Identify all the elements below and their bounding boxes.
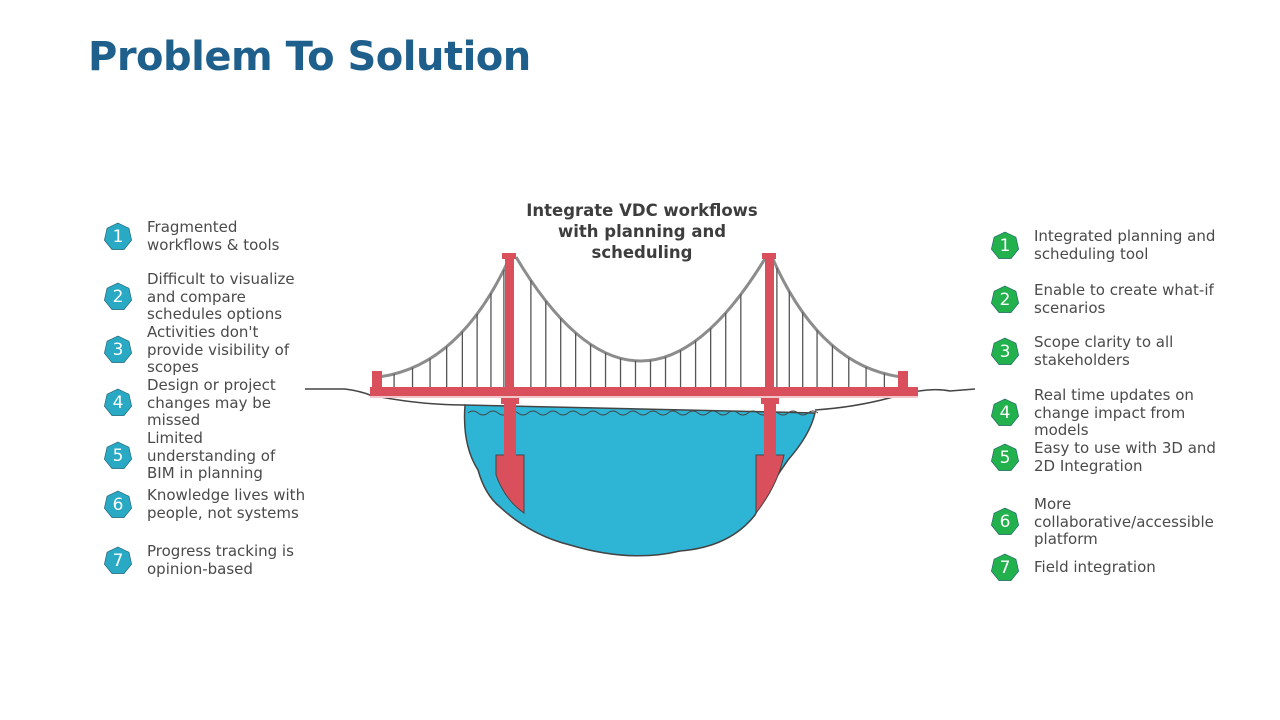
badge-number: 3	[999, 341, 1011, 362]
number-badge-icon: 5	[990, 443, 1020, 473]
suspender-cables	[393, 267, 886, 387]
water-wave	[467, 410, 819, 416]
item-text: Easy to use with 3D and 2D Integration	[1034, 439, 1216, 475]
item-text: Limited understanding of BIM in planning	[147, 429, 276, 482]
problem-item: 7 Progress tracking is opinion-based	[103, 542, 307, 578]
center-caption-line-3: scheduling	[591, 243, 693, 262]
problem-item: 6 Knowledge lives with people, not system…	[103, 486, 307, 522]
item-text: More collaborative/accessible platform	[1034, 495, 1214, 548]
bridge-illustration	[305, 253, 976, 557]
badge-number: 3	[112, 340, 124, 361]
center-caption: Integrate VDC workflows with planning an…	[522, 200, 762, 263]
solution-item: 5 Easy to use with 3D and 2D Integration	[990, 439, 1224, 475]
solution-item: 4 Real time updates on change impact from…	[990, 386, 1224, 440]
number-badge-icon: 3	[103, 335, 133, 365]
number-badge-icon: 6	[103, 490, 133, 520]
item-text: Difficult to visualize and compare sched…	[147, 270, 295, 323]
item-text: Enable to create what-if scenarios	[1034, 281, 1214, 317]
item-text: Scope clarity to all stakeholders	[1034, 333, 1174, 369]
number-badge-icon: 4	[990, 398, 1020, 428]
number-badge-icon: 7	[990, 553, 1020, 583]
item-text: Field integration	[1034, 558, 1156, 577]
badge-number: 4	[112, 393, 124, 414]
badge-number: 2	[112, 287, 124, 308]
item-text: Progress tracking is opinion-based	[147, 542, 294, 578]
problem-item: 3 Activities don't provide visibility of …	[103, 323, 307, 377]
left-abutment	[495, 454, 525, 514]
item-text: Design or project changes may be missed	[147, 376, 276, 429]
problem-item: 5 Limited understanding of BIM in plannin…	[103, 429, 307, 483]
solution-item: 1 Integrated planning and scheduling tool	[990, 227, 1224, 263]
problem-item: 2 Difficult to visualize and compare sche…	[103, 270, 307, 324]
solution-item: 3 Scope clarity to all stakeholders	[990, 333, 1224, 369]
number-badge-icon: 2	[103, 282, 133, 312]
badge-number: 1	[112, 226, 124, 247]
bridge-deck	[370, 387, 918, 396]
main-cable-left	[377, 256, 512, 379]
badge-number: 5	[999, 447, 1011, 468]
left-tower	[500, 253, 520, 462]
item-text: Knowledge lives with people, not systems	[147, 486, 306, 522]
center-caption-line-2: with planning and	[557, 222, 727, 241]
center-caption-line-1: Integrate VDC workflows	[526, 201, 758, 220]
solution-item: 2 Enable to create what-if scenarios	[990, 281, 1224, 317]
number-badge-icon: 1	[990, 231, 1020, 261]
number-badge-icon: 1	[103, 222, 133, 252]
main-cable-center	[514, 256, 768, 363]
number-badge-icon: 4	[103, 388, 133, 418]
right-end-post	[898, 371, 908, 389]
right-tower	[760, 253, 780, 462]
page-title: Problem To Solution	[88, 34, 531, 80]
number-badge-icon: 2	[990, 285, 1020, 315]
main-cable-right	[770, 256, 903, 379]
item-text: Fragmented workflows & tools	[147, 218, 280, 254]
badge-number: 4	[999, 403, 1011, 424]
badge-number: 5	[112, 446, 124, 467]
item-text: Integrated planning and scheduling tool	[1034, 227, 1216, 263]
number-badge-icon: 6	[990, 507, 1020, 537]
number-badge-icon: 5	[103, 441, 133, 471]
item-text: Activities don't provide visibility of s…	[147, 323, 290, 376]
badge-number: 6	[999, 512, 1011, 533]
badge-number: 7	[112, 550, 124, 571]
item-text: Real time updates on change impact from …	[1034, 386, 1194, 439]
number-badge-icon: 3	[990, 337, 1020, 367]
solution-item: 7 Field integration	[990, 553, 1224, 583]
badge-number: 7	[999, 558, 1011, 578]
deck-shadow	[370, 396, 918, 398]
solution-item: 6 More collaborative/accessible platform	[990, 495, 1224, 549]
water-basin	[463, 404, 816, 557]
problem-item: 1 Fragmented workflows & tools	[103, 218, 307, 254]
badge-number: 2	[999, 289, 1011, 310]
badge-number: 1	[999, 235, 1011, 256]
left-end-post	[372, 371, 382, 389]
right-abutment	[755, 454, 785, 515]
number-badge-icon: 7	[103, 546, 133, 576]
badge-number: 6	[112, 494, 124, 515]
problem-item: 4 Design or project changes may be missed	[103, 376, 307, 430]
